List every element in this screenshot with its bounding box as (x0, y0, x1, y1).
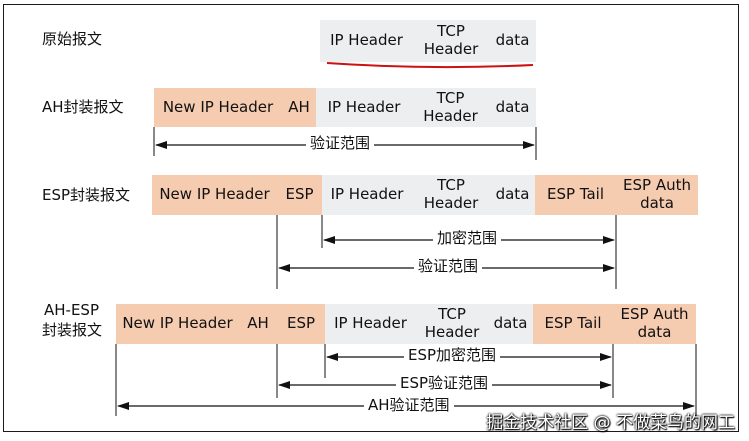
esp-encrypt-range-label: 加密范围 (433, 230, 502, 247)
cell-new-ip-header: New IP Header (116, 304, 239, 344)
cell-data: data (490, 175, 535, 215)
row-label-esp: ESP封装报文 (42, 186, 131, 204)
row-label-ahesp-line1: AH-ESP (44, 301, 99, 319)
cell-esp-tail: ESP Tail (535, 175, 616, 215)
cell-new-ip-header: New IP Header (154, 88, 282, 127)
esp-verify-range-label: 验证范围 (414, 258, 483, 275)
cell-data: data (488, 304, 533, 344)
cell-tcp-header: TCP Header (412, 88, 489, 127)
row-label-ah: AH封装报文 (42, 98, 124, 116)
cell-esp-auth-data: ESP Auth data (616, 175, 698, 215)
cell-tcp-header: TCP Header (412, 175, 490, 215)
ah-verify-range-label: 验证范围 (306, 135, 375, 152)
cell-esp-auth-data: ESP Auth data (613, 304, 696, 344)
ahesp-esp-verify-range-label: ESP验证范围 (396, 375, 493, 392)
cell-ip-header: IP Header (325, 304, 416, 344)
ahesp-esp-encrypt-range-label: ESP加密范围 (404, 347, 501, 364)
cell-data: data (489, 20, 536, 62)
cell-esp-tail: ESP Tail (533, 304, 613, 344)
cell-new-ip-header: New IP Header (152, 175, 277, 215)
cell-ip-header: IP Header (322, 175, 412, 215)
cell-ip-header: IP Header (320, 20, 413, 62)
cell-data: data (489, 88, 536, 127)
cell-esp: ESP (277, 175, 322, 215)
cell-tcp-header: TCP Header (416, 304, 488, 344)
cell-esp: ESP (277, 304, 325, 344)
cell-ah: AH (282, 88, 316, 127)
original-underline (326, 62, 534, 69)
diagram-frame (3, 4, 739, 432)
cell-tcp-header: TCP Header (413, 20, 489, 62)
watermark: 掘金技术社区 @ 不做菜鸟的网工 (486, 413, 735, 433)
ahesp-ah-verify-range-label: AH验证范围 (364, 397, 454, 414)
cell-ah: AH (239, 304, 277, 344)
row-label-ahesp-line2: 封装报文 (42, 321, 103, 339)
cell-ip-header: IP Header (316, 88, 412, 127)
row-label-original: 原始报文 (42, 30, 103, 48)
